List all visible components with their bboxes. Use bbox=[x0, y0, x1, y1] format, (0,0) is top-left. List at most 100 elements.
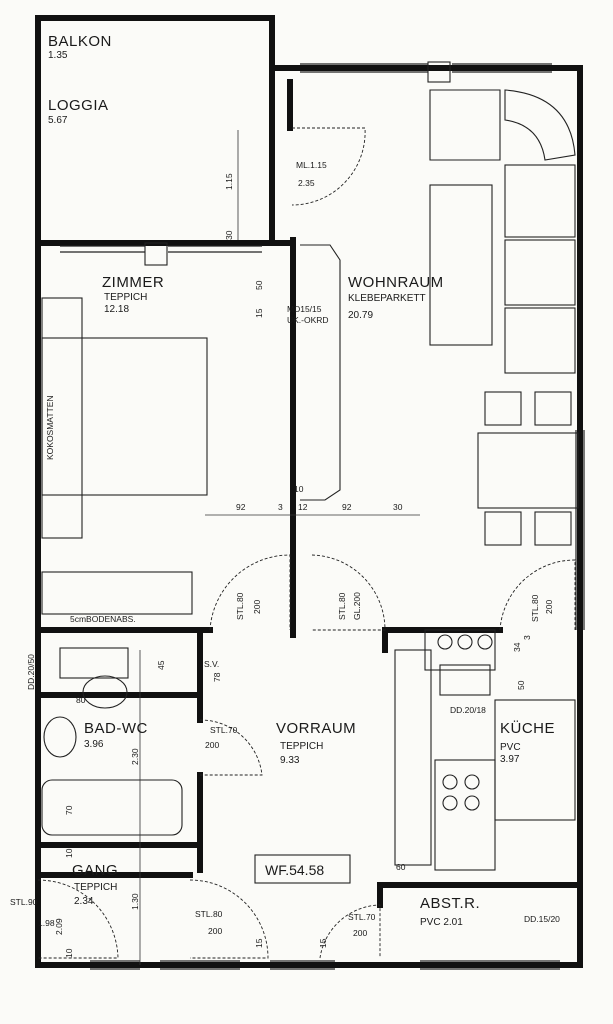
walls bbox=[35, 15, 583, 968]
window-living-top bbox=[300, 63, 552, 73]
door-kueche-label: STL.80 bbox=[530, 594, 540, 622]
label-dd-kueche: DD.20/18 bbox=[450, 705, 486, 715]
room-zimmer-name: ZIMMER bbox=[102, 274, 164, 291]
hall-cabinet bbox=[394, 649, 432, 866]
dim-45: 45 bbox=[156, 660, 166, 670]
dim-80: 80 bbox=[76, 695, 86, 705]
stove-1 bbox=[442, 774, 458, 790]
dim-10: 10 bbox=[294, 484, 304, 494]
dining-table bbox=[477, 432, 579, 509]
room-wohnraum-name: WOHNRAUM bbox=[348, 274, 444, 291]
divider-cabinet bbox=[300, 244, 341, 501]
dim-12: 12 bbox=[298, 502, 308, 512]
chair-2 bbox=[534, 391, 572, 426]
room-vorraum-area: 9.33 bbox=[280, 755, 300, 766]
room-loggia-area: 5.67 bbox=[48, 115, 68, 126]
room-wohnraum-area: 20.79 bbox=[348, 310, 373, 321]
sofa-side-2 bbox=[504, 239, 576, 306]
door-zimmer-height: 200 bbox=[252, 600, 262, 614]
room-balkon-name: BALKON bbox=[48, 33, 112, 50]
room-bad-name: BAD-WC bbox=[84, 720, 148, 737]
dim-10b: 10 bbox=[64, 848, 74, 858]
label-ml: ML.1.15 bbox=[296, 160, 327, 170]
kitchen-counter-top bbox=[424, 629, 496, 671]
dimension-lines bbox=[139, 130, 420, 965]
wall-top bbox=[269, 65, 583, 968]
dim-130: 1.30 bbox=[130, 893, 140, 910]
room-balkon-area: 1.35 bbox=[48, 50, 68, 61]
sofa bbox=[429, 89, 576, 161]
room-vorraum-name: VORRAUM bbox=[276, 720, 356, 737]
wardrobe bbox=[41, 571, 193, 615]
door-abst-height: 200 bbox=[353, 928, 367, 938]
bed bbox=[41, 337, 208, 496]
room-gang-area: 2.34 bbox=[74, 896, 94, 907]
room-kueche-name: KÜCHE bbox=[500, 719, 555, 737]
dim-15b: 15 bbox=[254, 938, 264, 948]
door-labels: STL.80 200 STL.80 GL.200 STL.80 200 STL.… bbox=[10, 592, 554, 938]
pillar-2 bbox=[427, 61, 451, 83]
sofa-side-1 bbox=[504, 164, 576, 238]
sofa-side-3 bbox=[504, 307, 576, 374]
door-wohn-height: GL.200 bbox=[352, 592, 362, 620]
heater-block bbox=[59, 647, 129, 679]
stove-4 bbox=[464, 795, 480, 811]
door-zimmer-label: STL.80 bbox=[235, 592, 245, 620]
door-wohn-label: STL.80 bbox=[337, 592, 347, 620]
door-swing-bad bbox=[199, 719, 263, 776]
door-swing-loggia bbox=[291, 127, 366, 206]
dim-15c: 15 bbox=[318, 938, 328, 948]
door-abst-label: STL.70 bbox=[348, 912, 376, 922]
room-abstr-floor-area: PVC 2.01 bbox=[420, 917, 463, 928]
room-kueche-area: 3.97 bbox=[500, 754, 520, 765]
door-gang-height: 200 bbox=[208, 926, 222, 936]
dim-50b: 50 bbox=[516, 680, 526, 690]
dim-92a: 92 bbox=[236, 502, 246, 512]
dim-3b: 3 bbox=[522, 635, 532, 640]
label-md: MD15/15 bbox=[287, 304, 322, 314]
room-loggia-name: LOGGIA bbox=[48, 97, 109, 114]
label-dd-abst: DD.15/20 bbox=[524, 914, 560, 924]
kitchen-unit bbox=[494, 699, 576, 821]
label-kokosmatten: KOKOSMATTEN bbox=[45, 395, 55, 460]
stove-2 bbox=[464, 774, 480, 790]
room-kueche-floor: PVC bbox=[500, 742, 521, 753]
dimension-labels: 92 3 12 92 30 10 1.15 30 50 15 45 78 80 … bbox=[38, 173, 532, 958]
room-zimmer-area: 12.18 bbox=[104, 304, 129, 315]
dim-198: 1.98 bbox=[38, 918, 55, 928]
dim-30b: 30 bbox=[224, 230, 234, 240]
dim-30: 30 bbox=[393, 502, 403, 512]
dim-209: 2.09 bbox=[54, 918, 64, 935]
wall-loggia bbox=[35, 15, 275, 71]
toilet bbox=[43, 716, 77, 758]
door-gang-label: STL.80 bbox=[195, 909, 223, 919]
dim-115: 1.15 bbox=[224, 173, 234, 190]
wall-left-lower bbox=[35, 647, 583, 968]
chair-1 bbox=[484, 391, 522, 426]
label-ukokrd: UK.-OKRD bbox=[287, 315, 329, 325]
room-zimmer-floor: TEPPICH bbox=[104, 292, 147, 303]
door-swing-abst bbox=[319, 904, 381, 959]
window-right bbox=[575, 430, 585, 630]
label-sv: S.V. bbox=[204, 659, 219, 669]
bathtub bbox=[41, 779, 183, 836]
area-total: WF.54.58 bbox=[265, 862, 324, 878]
door-swing-kueche bbox=[499, 559, 576, 631]
hob-2 bbox=[457, 634, 473, 650]
room-abstr-name: ABST.R. bbox=[420, 895, 480, 912]
doors bbox=[37, 127, 576, 959]
chair-4 bbox=[534, 511, 572, 546]
door-bad-height: 200 bbox=[205, 740, 219, 750]
room-bad-area: 3.96 bbox=[84, 739, 104, 750]
label-bodenabs: 5cmBODENABS. bbox=[70, 614, 136, 624]
annotations: KOKOSMATTEN 5cmBODENABS. ML.1.15 2.35 MD… bbox=[26, 160, 560, 924]
door-bad-label: STL.70 bbox=[210, 725, 238, 735]
kitchen-counter bbox=[434, 759, 496, 871]
room-vorraum-floor: TEPPICH bbox=[280, 741, 323, 752]
coffee-table bbox=[429, 184, 493, 346]
window-bottom bbox=[90, 960, 560, 970]
furniture bbox=[41, 89, 579, 884]
area-box bbox=[254, 854, 351, 884]
pillar-1 bbox=[144, 242, 168, 266]
chair-3 bbox=[484, 511, 522, 546]
